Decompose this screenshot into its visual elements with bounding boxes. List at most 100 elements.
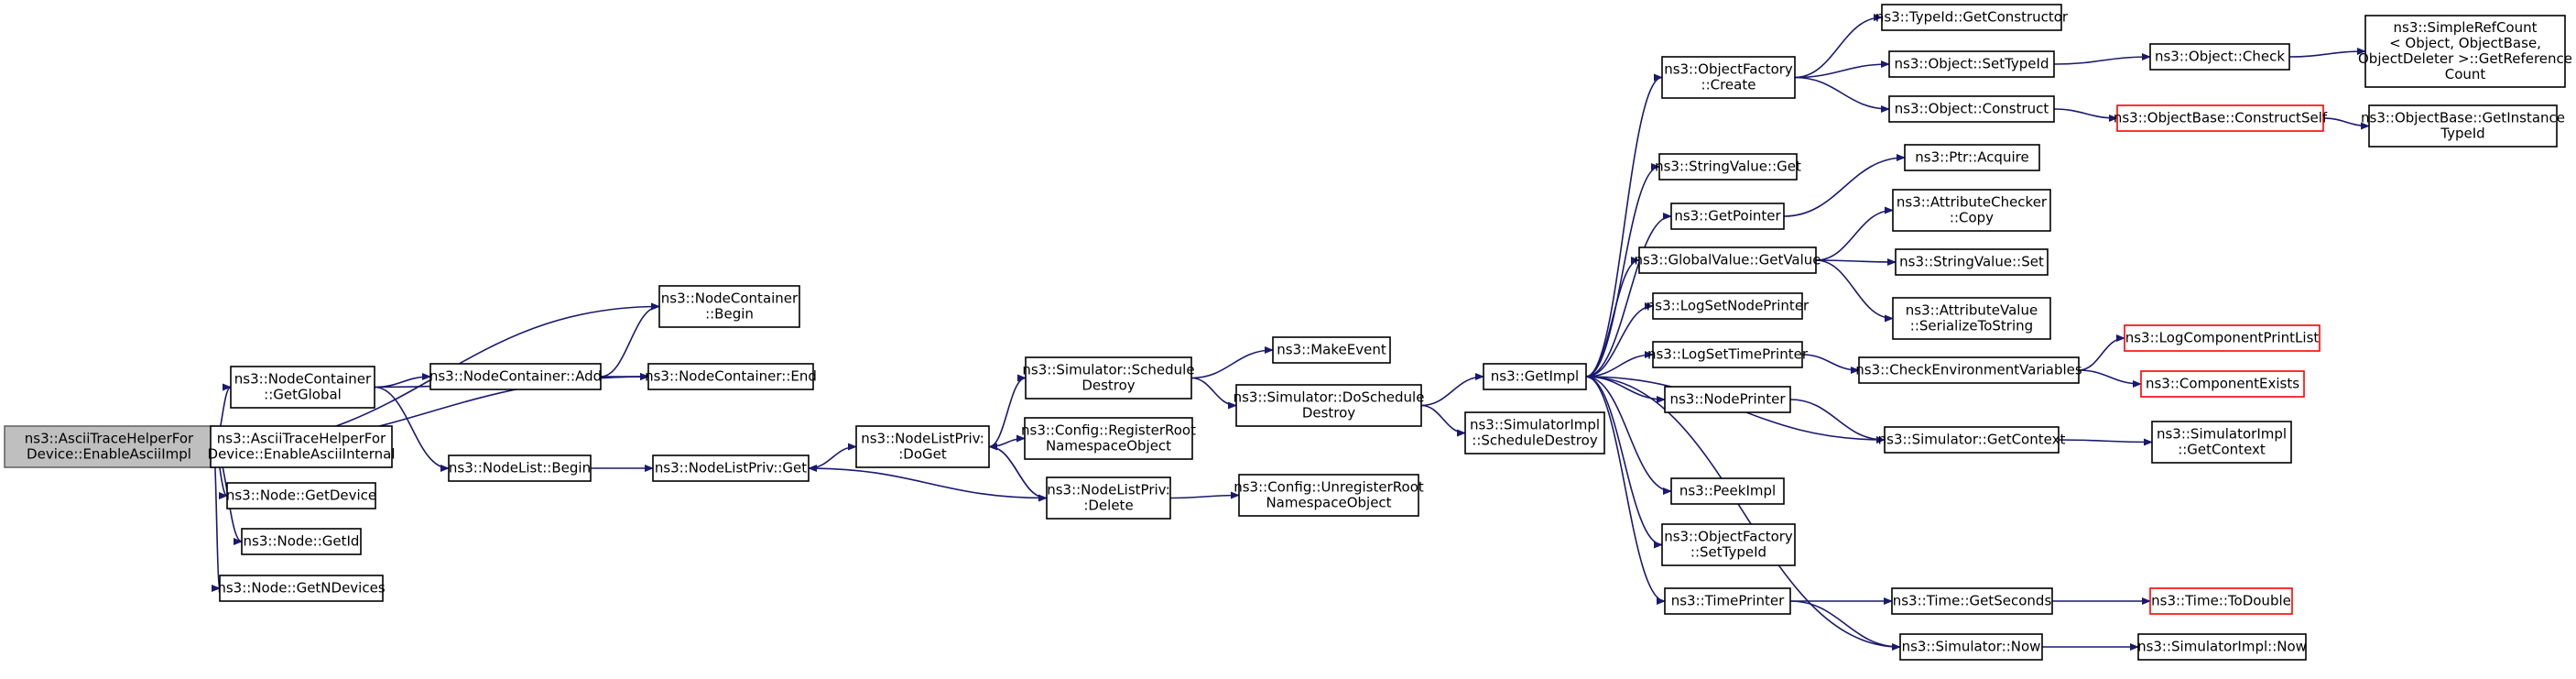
node-time-getseconds[interactable]: ns3::Time::GetSeconds — [1891, 587, 2053, 615]
node-box — [2149, 43, 2290, 71]
node-stringvalue-get[interactable]: ns3::StringValue::Get — [1655, 153, 1801, 181]
node-label: Device::EnableAsciiImpl — [27, 446, 191, 463]
node-node-getid[interactable]: ns3::Node::GetId — [241, 528, 362, 555]
node-attrchecker-copy[interactable]: ns3::AttributeChecker::Copy — [1892, 189, 2051, 232]
node-box — [1024, 417, 1193, 460]
edge-getimpl-to-of-create — [1585, 73, 1663, 378]
node-typeid-getconstructor[interactable]: ns3::TypeId::GetConstructor — [1875, 4, 2069, 31]
node-nc-getglobal[interactable]: ns3::NodeContainer::GetGlobal — [230, 366, 375, 409]
node-label: ns3::NodeListPriv: — [1047, 482, 1170, 498]
edge-sim-doschedule-destroy-to-simimpl-schedule-destroy — [1420, 404, 1466, 437]
node-nlp-doget[interactable]: ns3::NodeListPriv::DoGet — [855, 425, 990, 468]
node-log-set-node-printer[interactable]: ns3::LogSetNodePrinter — [1647, 292, 1810, 320]
node-timeprinter[interactable]: ns3::TimePrinter — [1664, 587, 1791, 615]
node-of-create[interactable]: ns3::ObjectFactory::Create — [1661, 56, 1796, 99]
node-stringvalue-set[interactable]: ns3::StringValue::Set — [1895, 248, 2049, 276]
node-ptr-acquire[interactable]: ns3::Ptr::Acquire — [1904, 144, 2040, 171]
node-label: ns3::ObjectFactory — [1664, 61, 1793, 78]
edge-nlp-doget-to-config-register — [988, 434, 1026, 448]
node-sim-getcontext[interactable]: ns3::Simulator::GetContext — [1878, 426, 2066, 454]
node-simimpl-now[interactable]: ns3::SimulatorImpl::Now — [2137, 633, 2307, 661]
edge-object-settypeid-to-object-check — [2053, 53, 2151, 65]
node-label: ns3::TimePrinter — [1671, 593, 1785, 609]
edge-log-set-time-printer-to-check-env-vars — [1801, 354, 1860, 374]
node-box — [1046, 476, 1171, 520]
node-label: ::SerializeToString — [1910, 318, 2033, 334]
node-nc-add[interactable]: ns3::NodeContainer::Add — [429, 363, 602, 390]
node-nlp-delete[interactable]: ns3::NodeListPriv::Delete — [1046, 476, 1171, 520]
node-label: ns3::NodeList::Begin — [449, 460, 591, 476]
node-object-construct[interactable]: ns3::Object::Construct — [1888, 95, 2055, 123]
edge-getimpl-to-of-settypeid — [1585, 376, 1663, 549]
node-box — [1904, 144, 2040, 171]
node-box — [1899, 633, 2043, 661]
edge-getimpl-to-gv-getvalue — [1585, 257, 1640, 378]
node-box — [1658, 153, 1798, 181]
node-label: Count — [2445, 66, 2486, 82]
node-objbase-constructself[interactable]: ns3::ObjectBase::ConstructSelf — [2114, 104, 2328, 132]
node-nc-end[interactable]: ns3::NodeContainer::End — [645, 363, 817, 390]
node-label: ns3::SimpleRefCount — [2394, 19, 2538, 36]
node-attrvalue-serialize[interactable]: ns3::AttributeValue::SerializeToString — [1892, 297, 2051, 340]
node-time-todouble[interactable]: ns3::Time::ToDouble — [2149, 587, 2293, 615]
node-label: ns3::Object::Construct — [1895, 101, 2049, 117]
node-node-getdevice[interactable]: ns3::Node::GetDevice — [226, 482, 376, 509]
edge-getimpl-to-timeprinter — [1585, 376, 1666, 605]
node-nodeprinter[interactable]: ns3::NodePrinter — [1664, 386, 1791, 413]
node-sim-now[interactable]: ns3::Simulator::Now — [1899, 633, 2043, 661]
edge-nc-getglobal-to-nodelist-begin — [374, 386, 450, 472]
node-log-set-time-printer[interactable]: ns3::LogSetTimePrinter — [1647, 341, 1809, 368]
node-node-getndevices[interactable]: ns3::Node::GetNDevices — [217, 575, 386, 602]
edge-nlp-delete-to-nlp-get — [808, 465, 1048, 499]
node-check-env-vars[interactable]: ns3::CheckEnvironmentVariables — [1855, 356, 2082, 384]
node-gv-getvalue[interactable]: ns3::GlobalValue::GetValue — [1634, 246, 1821, 274]
node-label: ns3::ObjectFactory — [1664, 529, 1793, 545]
edge-sim-getcontext-to-simimpl-getcontext — [2058, 438, 2153, 446]
node-enable-internal[interactable]: ns3::AsciiTraceHelperForDevice::EnableAs… — [208, 425, 396, 468]
node-box — [1858, 356, 2080, 384]
node-config-unregister[interactable]: ns3::Config::UnregisterRootNamespaceObje… — [1234, 474, 1424, 517]
node-label: ns3::Ptr::Acquire — [1915, 149, 2028, 166]
node-box — [1272, 336, 1391, 364]
node-label: Destroy — [1302, 405, 1355, 422]
node-sim-schedule-destroy[interactable]: ns3::Simulator::ScheduleDestroy — [1022, 356, 1195, 400]
node-make-event[interactable]: ns3::MakeEvent — [1272, 336, 1391, 364]
edge-nlp-delete-to-nlp-doget — [988, 443, 1048, 499]
node-simplerefcount[interactable]: ns3::SimpleRefCount< Object, ObjectBase,… — [2358, 15, 2572, 88]
node-label: ns3::Simulator::DoSchedule — [1234, 389, 1425, 406]
edge-nlp-doget-to-sim-schedule-destroy — [988, 374, 1027, 448]
node-getpointer[interactable]: ns3::GetPointer — [1670, 203, 1785, 230]
node-component-exists[interactable]: ns3::ComponentExists — [2140, 370, 2305, 398]
node-object-check[interactable]: ns3::Object::Check — [2149, 43, 2290, 71]
node-label: ns3::NodeListPriv::Get — [655, 460, 807, 476]
node-label: ns3::Node::GetId — [244, 533, 360, 550]
node-box — [2140, 370, 2305, 398]
node-label: ns3::GlobalValue::GetValue — [1634, 252, 1821, 268]
node-box — [1892, 297, 2051, 340]
node-box — [429, 363, 602, 390]
node-box — [1670, 203, 1785, 230]
node-label: ns3::StringValue::Set — [1899, 254, 2044, 270]
edge-of-create-to-typeid-getconstructor — [1794, 14, 1883, 79]
node-root: ns3::AsciiTraceHelperForDevice::EnableAs… — [4, 425, 214, 468]
node-simimpl-schedule-destroy[interactable]: ns3::SimulatorImpl::ScheduleDestroy — [1464, 411, 1605, 454]
node-nodelist-begin[interactable]: ns3::NodeList::Begin — [448, 454, 592, 482]
edge-check-env-vars-to-component-exists — [2078, 369, 2142, 388]
node-box — [1638, 246, 1817, 274]
node-object-settypeid[interactable]: ns3::Object::SetTypeId — [1888, 50, 2055, 78]
node-label: NamespaceObject — [1046, 438, 1171, 454]
node-getimpl[interactable]: ns3::GetImpl — [1483, 363, 1587, 390]
node-nlp-get[interactable]: ns3::NodeListPriv::Get — [652, 454, 810, 482]
node-simimpl-getcontext[interactable]: ns3::SimulatorImpl::GetContext — [2151, 421, 2292, 464]
node-peekimpl[interactable]: ns3::PeekImpl — [1670, 477, 1785, 505]
edge-getimpl-to-peekimpl — [1585, 376, 1672, 495]
node-label: ns3::PeekImpl — [1679, 483, 1776, 499]
node-of-settypeid[interactable]: ns3::ObjectFactory::SetTypeId — [1661, 523, 1796, 566]
edge-sim-schedule-destroy-to-sim-doschedule-destroy — [1190, 377, 1237, 410]
node-nc-begin[interactable]: ns3::NodeContainer::Begin — [658, 285, 800, 328]
edge-timeprinter-to-sim-now — [1789, 600, 1901, 651]
node-log-component-printlist[interactable]: ns3::LogComponentPrintList — [2124, 324, 2321, 352]
